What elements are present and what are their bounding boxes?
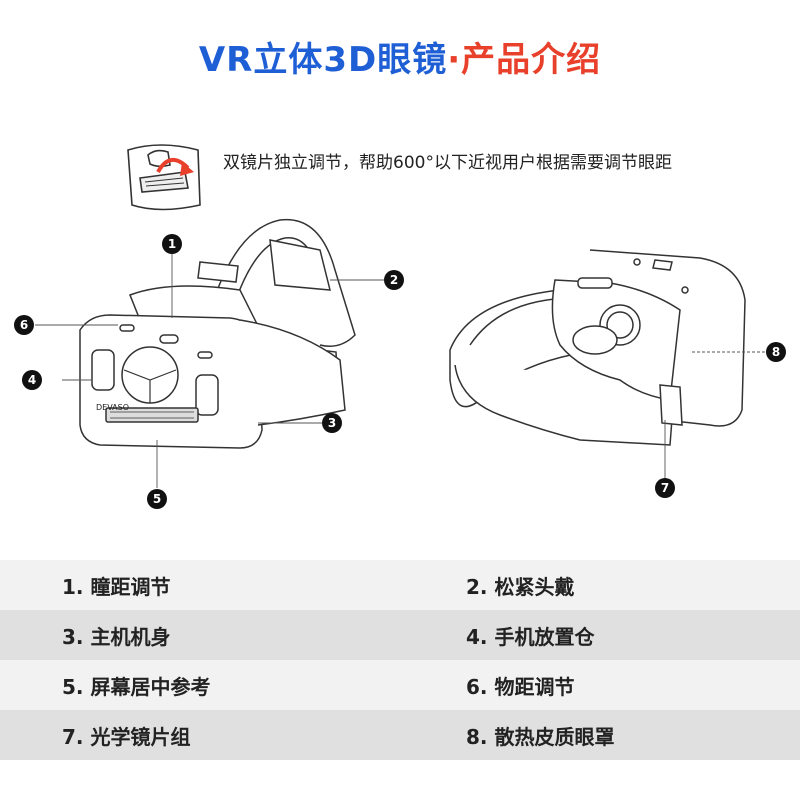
table-row: 1. 瞳距调节 2. 松紧头戴 bbox=[0, 560, 800, 610]
callout-4: 4 bbox=[22, 370, 42, 390]
title-product-name: VR立体3D眼镜 bbox=[198, 40, 448, 80]
page-title: VR立体3D眼镜·产品介绍 bbox=[0, 32, 800, 81]
callout-1: 1 bbox=[162, 234, 182, 254]
table-row: 5. 屏幕居中参考 6. 物距调节 bbox=[0, 660, 800, 710]
part-label: 4. 手机放置仓 bbox=[466, 624, 595, 649]
table-row: 7. 光学镜片组 8. 散热皮质眼罩 bbox=[0, 710, 800, 760]
callout-7: 7 bbox=[655, 478, 675, 498]
vr-headset-diagram: DEVASO bbox=[35, 144, 765, 488]
headset-rear-view bbox=[449, 249, 746, 446]
part-label: 1. 瞳距调节 bbox=[62, 574, 171, 599]
part-label: 6. 物距调节 bbox=[466, 674, 575, 699]
callout-2: 2 bbox=[384, 270, 404, 290]
feature-description: 双镜片独立调节，帮助600°以下近视用户根据需要调节眼距 bbox=[223, 153, 672, 173]
part-label: 3. 主机机身 bbox=[62, 624, 171, 649]
part-label: 5. 屏幕居中参考 bbox=[62, 674, 211, 699]
title-intro: ·产品介绍 bbox=[447, 40, 602, 80]
headset-front-view bbox=[79, 218, 356, 449]
adjust-arrowhead-icon bbox=[180, 162, 194, 176]
ipd-adjust-detail-icon bbox=[127, 144, 201, 211]
callout-6: 6 bbox=[14, 315, 34, 335]
callout-8: 8 bbox=[766, 342, 786, 362]
callout-3: 3 bbox=[322, 413, 342, 433]
part-label: 8. 散热皮质眼罩 bbox=[466, 724, 615, 749]
brand-label: DEVASO bbox=[96, 403, 129, 412]
table-row: 3. 主机机身 4. 手机放置仓 bbox=[0, 610, 800, 660]
parts-table: 1. 瞳距调节 2. 松紧头戴 3. 主机机身 4. 手机放置仓 5. 屏幕居中… bbox=[0, 560, 800, 760]
part-label: 2. 松紧头戴 bbox=[466, 574, 575, 599]
callout-leader-lines bbox=[35, 252, 765, 488]
part-label: 7. 光学镜片组 bbox=[62, 724, 191, 749]
callout-5: 5 bbox=[147, 489, 167, 509]
